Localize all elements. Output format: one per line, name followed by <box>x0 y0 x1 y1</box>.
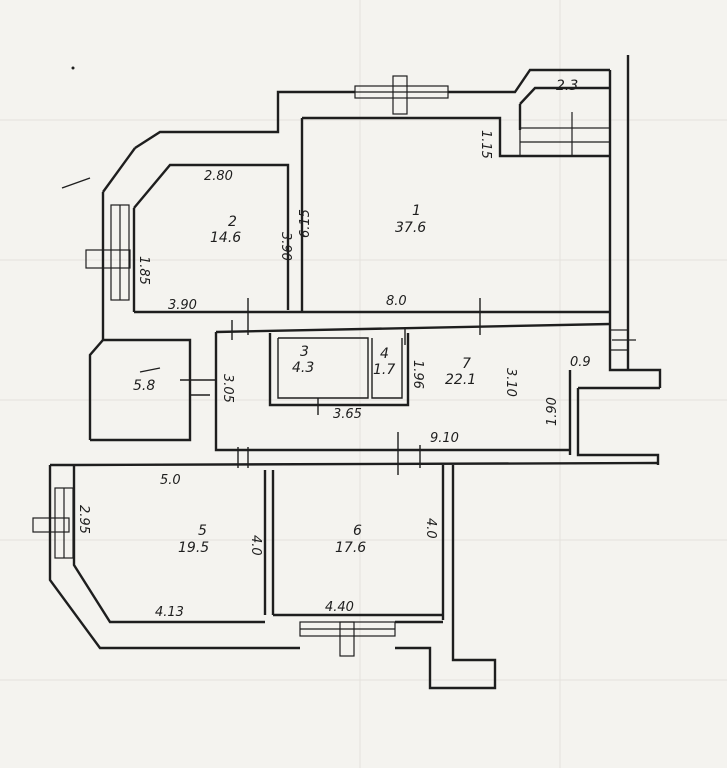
dim-3-90-vertical: 3.90 <box>278 232 293 261</box>
room-4-number: 4 <box>380 346 389 362</box>
dimension-labels: 2.80 3.90 1.85 3.90 6.15 1.15 8.0 3.05 3… <box>76 130 591 620</box>
room-4-area: 1.7 <box>373 362 395 378</box>
dim-1-90: 1.90 <box>545 397 560 426</box>
room-unnumbered-area: 5.8 <box>133 378 155 394</box>
dim-4-40: 4.40 <box>325 600 354 615</box>
dim-2-80: 2.80 <box>204 169 233 184</box>
dim-5-0: 5.0 <box>160 473 181 488</box>
dim-4-0-left: 4.0 <box>248 535 263 556</box>
dim-3-90-horizontal: 3.90 <box>168 298 197 313</box>
dim-3-65: 3.65 <box>333 407 362 422</box>
ink-stroke <box>61 177 91 189</box>
room-1-area: 37.6 <box>395 220 426 236</box>
room-7-number: 7 <box>462 356 471 372</box>
dim-1-96: 1.96 <box>410 360 425 389</box>
dim-1-15: 1.15 <box>478 130 493 159</box>
dim-3-10: 3.10 <box>503 368 518 397</box>
dim-8-0: 8.0 <box>386 294 407 309</box>
room-6-area: 17.6 <box>335 540 366 556</box>
room-2-number: 2 <box>228 214 237 230</box>
room-6-number: 6 <box>353 523 362 539</box>
dim-0-9: 0.9 <box>570 355 591 370</box>
ink-dot <box>71 66 75 70</box>
dim-1-85: 1.85 <box>136 256 151 285</box>
windows <box>32 75 636 657</box>
room-5-area: 19.5 <box>178 540 209 556</box>
room-3-number: 3 <box>300 344 309 360</box>
room-labels: 2 14.6 1 37.6 3 4.3 4 1.7 7 22.1 5.8 5 1… <box>133 78 578 556</box>
dim-3-05: 3.05 <box>220 374 235 403</box>
room-1-number: 1 <box>412 203 421 219</box>
dim-4-0-right: 4.0 <box>423 518 438 539</box>
room-5-8-underline <box>139 367 161 373</box>
dim-2-95: 2.95 <box>76 505 91 534</box>
dim-6-15: 6.15 <box>298 209 313 238</box>
door-marks <box>180 298 481 475</box>
room-2-area: 14.6 <box>210 230 241 246</box>
dim-4-13: 4.13 <box>155 605 184 620</box>
room-7-area: 22.1 <box>445 372 476 388</box>
room-5-number: 5 <box>198 523 207 539</box>
room-3-area: 4.3 <box>292 360 314 376</box>
interior-walls <box>190 333 410 407</box>
outer-walls <box>48 55 662 690</box>
room-balcony-area: 2.3 <box>556 78 578 94</box>
dim-9-10: 9.10 <box>430 431 459 446</box>
